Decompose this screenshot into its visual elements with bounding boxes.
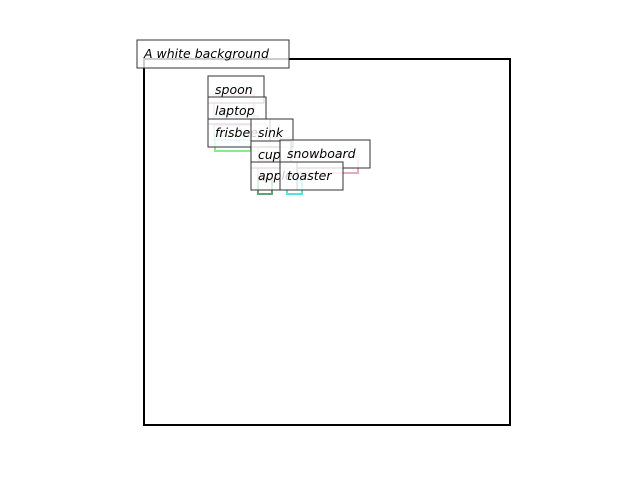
label-spoon-text: spoon [215,82,253,97]
label-laptop-text: laptop [215,103,255,118]
label-toaster-text: toaster [287,168,332,183]
label-frisbee-text: frisbee [215,125,258,140]
label-snowboard-text: snowboard [287,146,356,161]
label-sink-text: sink [258,125,284,140]
label-cup-text: cup [258,147,281,162]
caption-label: A white background [136,39,290,69]
scene-frame [143,58,511,426]
caption-text: A white background [143,46,269,61]
label-toaster: toaster [279,161,344,191]
